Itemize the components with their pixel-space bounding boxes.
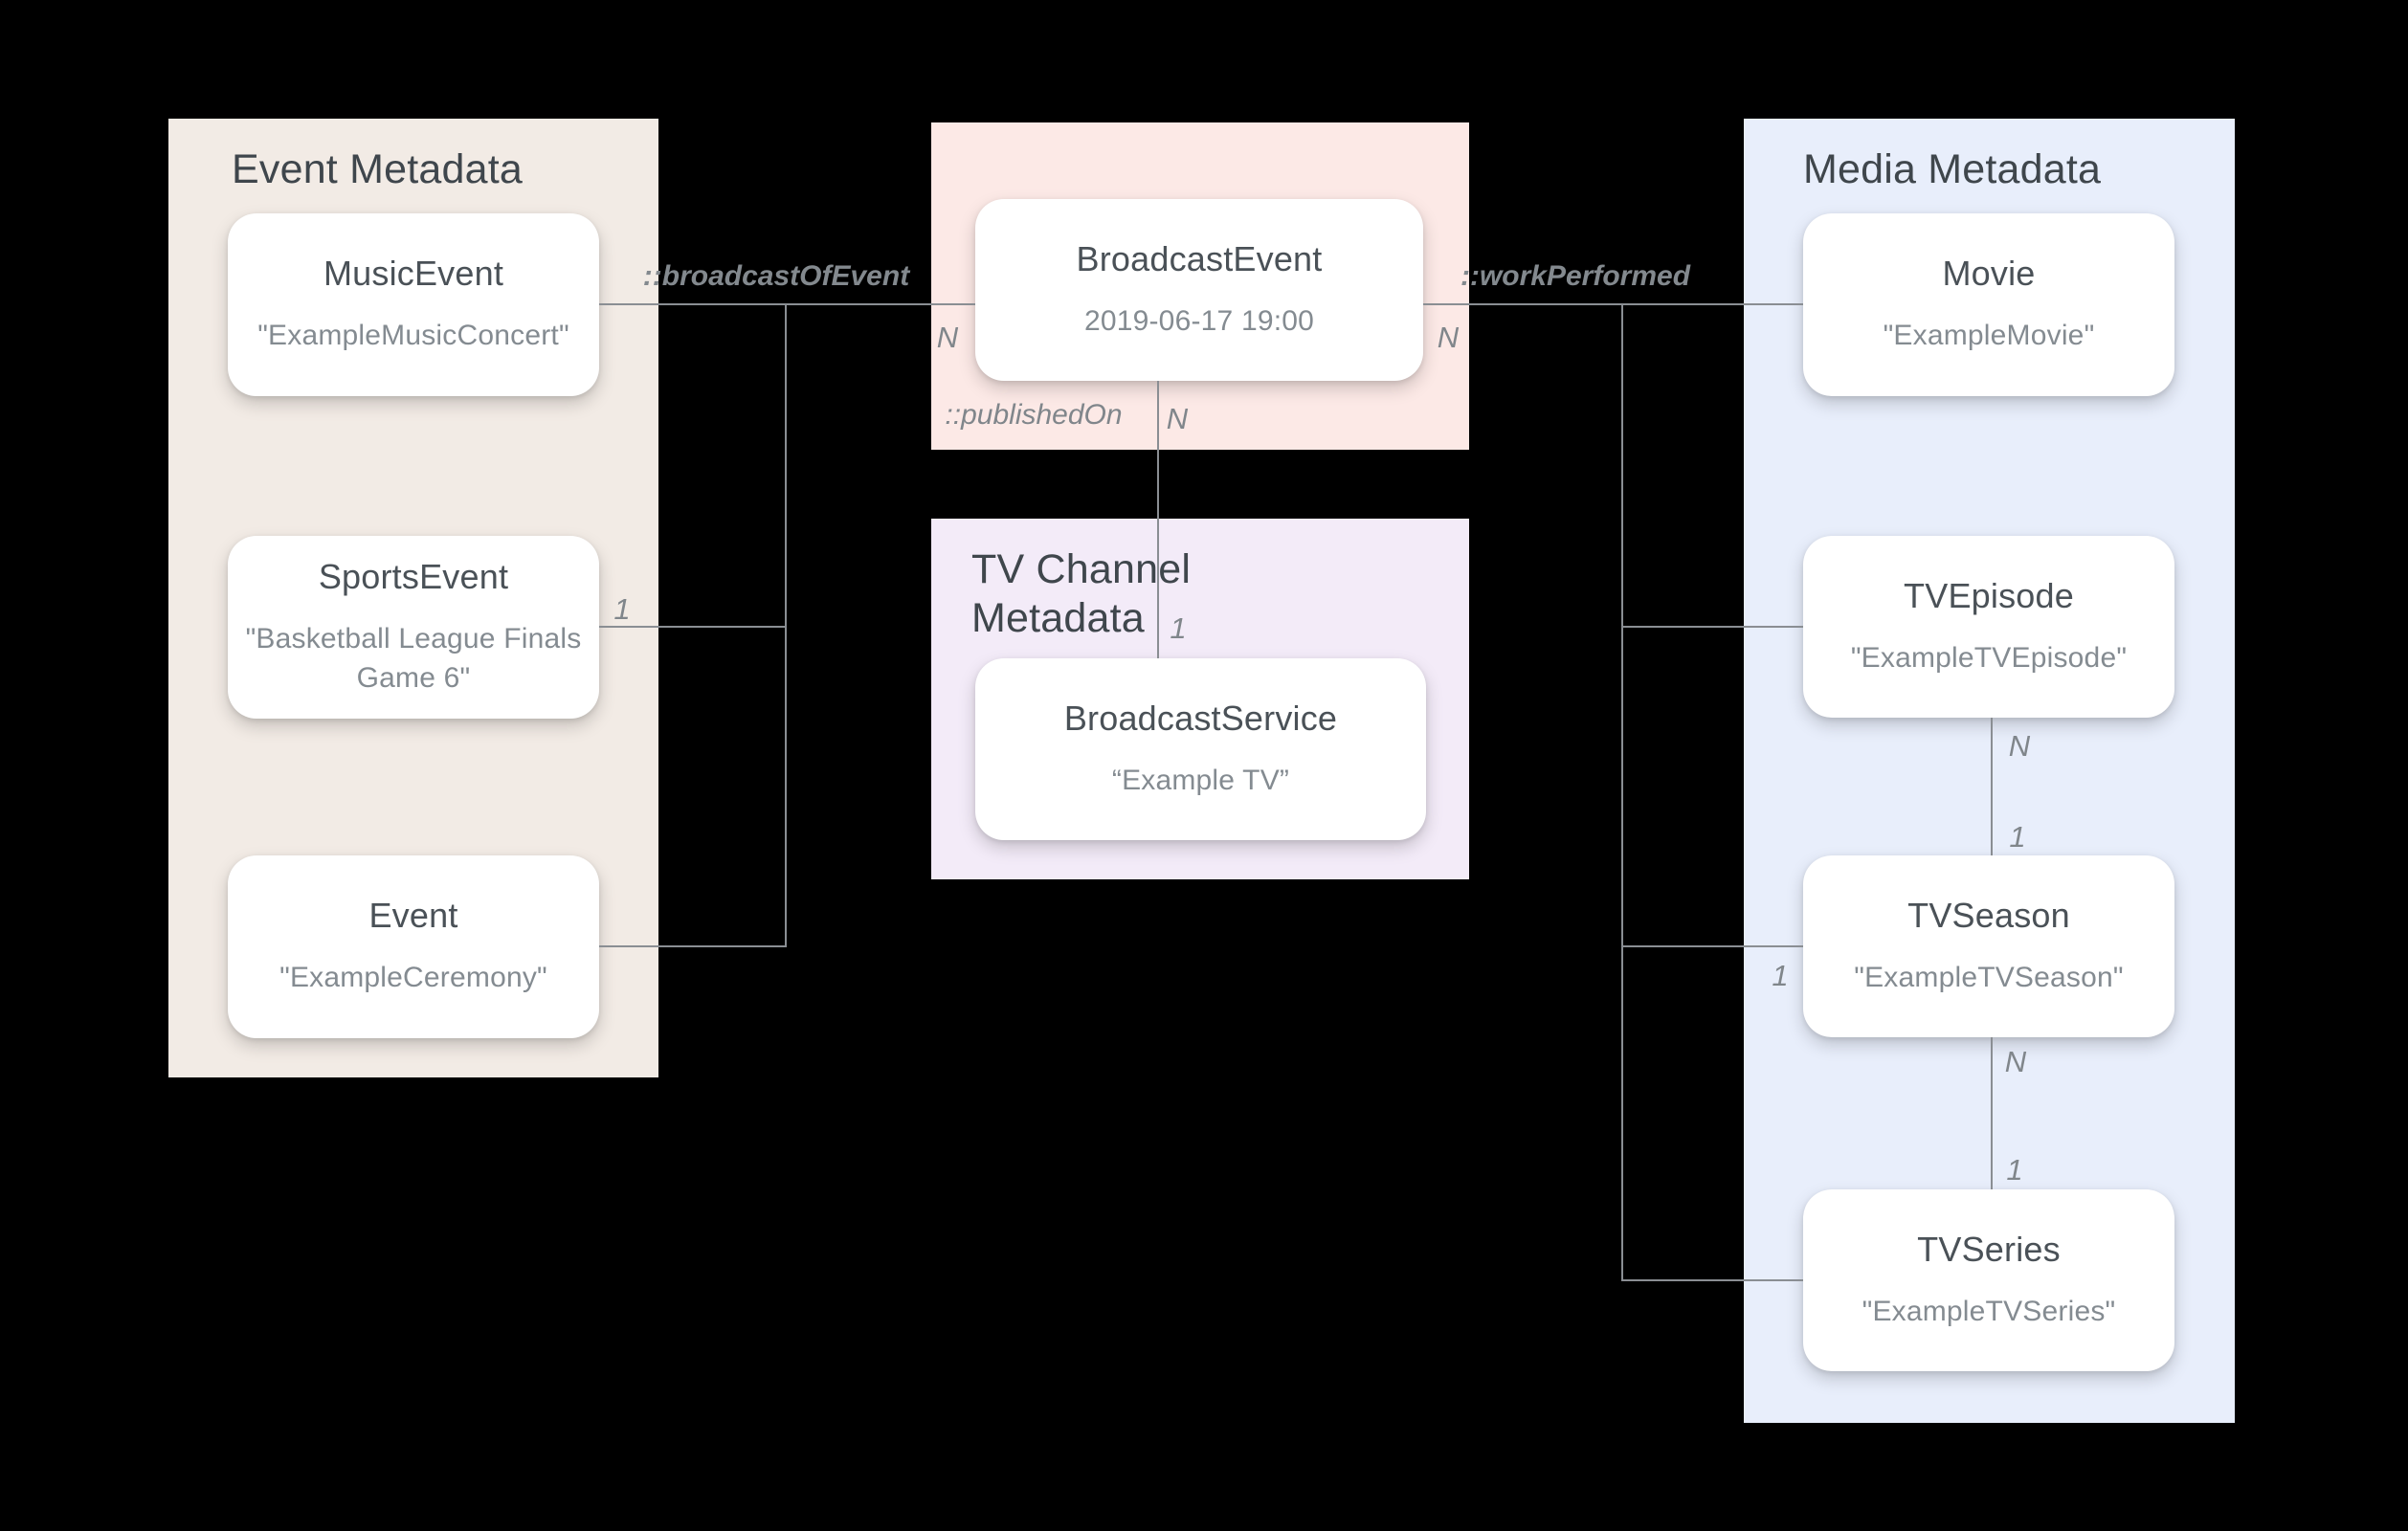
connector-left-vertical-bus [785,303,787,947]
node-value: “Example TV” [1111,764,1290,796]
panel-event-metadata: Event Metadata MusicEvent "ExampleMusicC… [168,119,658,1077]
panel-media-metadata: Media Metadata Movie "ExampleMovie" TVEp… [1744,119,2235,1423]
relation-label-broadcastofevent: ::broadcastOfEvent [642,260,910,292]
node-title: TVEpisode [1904,575,2074,615]
cardinality-workperformed-n: N [1437,321,1460,354]
node-value: "Basketball League Finals Game 6" [245,623,582,694]
node-music-event: MusicEvent "ExampleMusicConcert" [228,213,599,396]
connector-publishedon-vertical [1157,381,1159,658]
node-event: Event "ExampleCeremony" [228,855,599,1038]
node-value: "ExampleTVEpisode" [1850,641,2128,674]
node-value: "ExampleTVSeries" [1862,1295,2116,1327]
node-tv-season: TVSeason "ExampleTVSeason" [1803,855,2174,1037]
panel-title-media-metadata: Media Metadata [1803,146,2102,192]
node-broadcast-service: BroadcastService “Example TV” [975,658,1426,840]
cardinality-season-series-one: 1 [2006,1153,2023,1187]
connector-event-stub [599,945,787,947]
cardinality-episode-season-one: 1 [2009,820,2026,854]
node-title: BroadcastService [1063,698,1338,738]
cardinality-publishedon-one: 1 [1170,611,1187,645]
node-value: "ExampleCeremony" [279,962,547,994]
node-value: "ExampleMusicConcert" [257,320,569,352]
panel-tv-channel-metadata: TV Channel Metadata BroadcastService “Ex… [931,519,1469,879]
node-tv-episode: TVEpisode "ExampleTVEpisode" [1803,536,2174,718]
connector-sportsevent-stub [599,626,787,628]
node-title: MusicEvent [323,254,504,294]
node-title: Event [368,896,458,936]
cardinality-sportsevent-one: 1 [613,592,631,626]
connector-musicevent-broadcastevent [599,303,975,305]
cardinality-tvseason-one: 1 [1772,959,1789,992]
node-title: Movie [1942,254,2036,294]
node-value: "ExampleMovie" [1883,320,2095,352]
node-value: 2019-06-17 19:00 [1083,304,1315,337]
relation-label-publishedon: ::publishedOn [945,399,1123,431]
panel-title-event-metadata: Event Metadata [232,146,523,192]
node-value: "ExampleTVSeason" [1854,961,2124,993]
node-title: TVSeason [1907,895,2070,935]
panel-broadcast-event: BroadcastEvent 2019-06-17 19:00 [931,122,1469,450]
connector-tvepisode-tvseason [1991,718,1993,855]
connector-right-vertical-bus [1621,303,1623,1281]
connector-tvseason-tvseries [1991,1037,1993,1189]
cardinality-episode-season-n: N [2008,729,2031,763]
cardinality-publishedon-n: N [1166,402,1189,435]
cardinality-season-series-n: N [2004,1045,2027,1078]
node-title: SportsEvent [318,557,509,596]
node-movie: Movie "ExampleMovie" [1803,213,2174,396]
node-broadcast-event: BroadcastEvent 2019-06-17 19:00 [975,199,1423,381]
node-title: BroadcastEvent [1076,238,1323,278]
connector-tvseason-stub [1621,945,1803,947]
connector-broadcastevent-movie [1423,303,1803,305]
node-tv-series: TVSeries "ExampleTVSeries" [1803,1189,2174,1371]
panel-title-tv-channel-metadata: TV Channel Metadata [971,546,1192,641]
node-title: TVSeries [1917,1229,2061,1269]
connector-tvepisode-stub [1621,626,1803,628]
cardinality-broadcastofevent-n: N [936,321,959,354]
node-sports-event: SportsEvent "Basketball League Finals Ga… [228,536,599,719]
connector-tvseries-stub [1621,1279,1803,1281]
relation-label-workperformed: ::workPerformed [1460,260,1691,292]
